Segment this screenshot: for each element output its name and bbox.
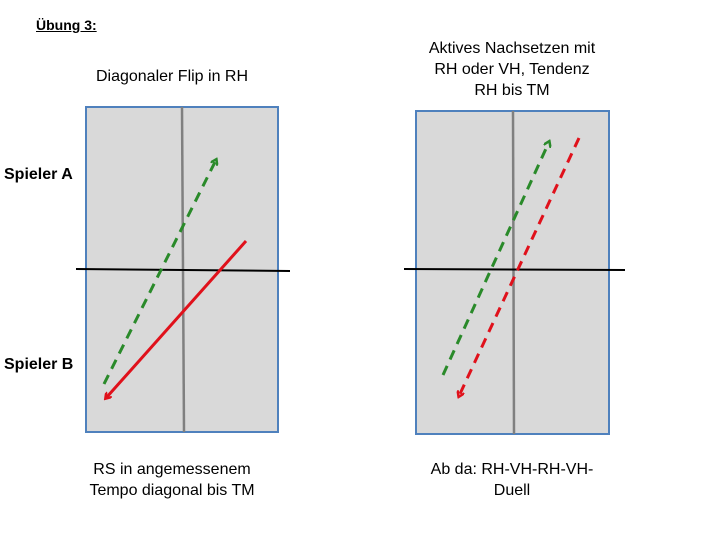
right-red-dashed-arrow	[459, 137, 581, 396]
left-caption-bottom: RS in angemessenem Tempo diagonal bis TM	[60, 459, 284, 501]
left-red-solid-arrow	[106, 240, 248, 398]
right-caption-bottom-line-2: Duell	[493, 482, 531, 499]
player-b-label: Spieler B	[4, 356, 74, 373]
right-caption-bottom: Ab da: RH-VH-RH-VH- Duell	[400, 459, 624, 501]
left-table	[75, 106, 291, 433]
right-table	[403, 110, 626, 435]
right-caption-bottom-line-1: Ab da: RH-VH-RH-VH-	[430, 461, 594, 478]
right-caption-top: Aktives Nachsetzen mit RH oder VH, Tende…	[400, 38, 624, 101]
right-table-center-line	[511, 110, 516, 435]
right-caption-top-line-3: RH bis TM	[474, 82, 550, 99]
left-caption-bottom-line-2: Tempo diagonal bis TM	[89, 482, 255, 499]
left-green-dashed-arrow	[102, 160, 216, 385]
right-caption-top-line-2: RH oder VH, Tendenz	[434, 61, 590, 78]
left-caption-bottom-line-1: RS in angemessenem	[93, 461, 251, 478]
left-table-net	[75, 268, 291, 272]
right-table-net	[403, 268, 626, 271]
player-a-label: Spieler A	[4, 166, 73, 183]
exercise-title: Übung 3:	[36, 17, 97, 33]
left-caption-top-line: Diagonaler Flip in RH	[95, 68, 249, 85]
left-caption-top: Diagonaler Flip in RH	[60, 66, 284, 87]
right-green-dashed-arrow	[441, 142, 549, 376]
right-caption-top-line-1: Aktives Nachsetzen mit	[428, 40, 596, 57]
